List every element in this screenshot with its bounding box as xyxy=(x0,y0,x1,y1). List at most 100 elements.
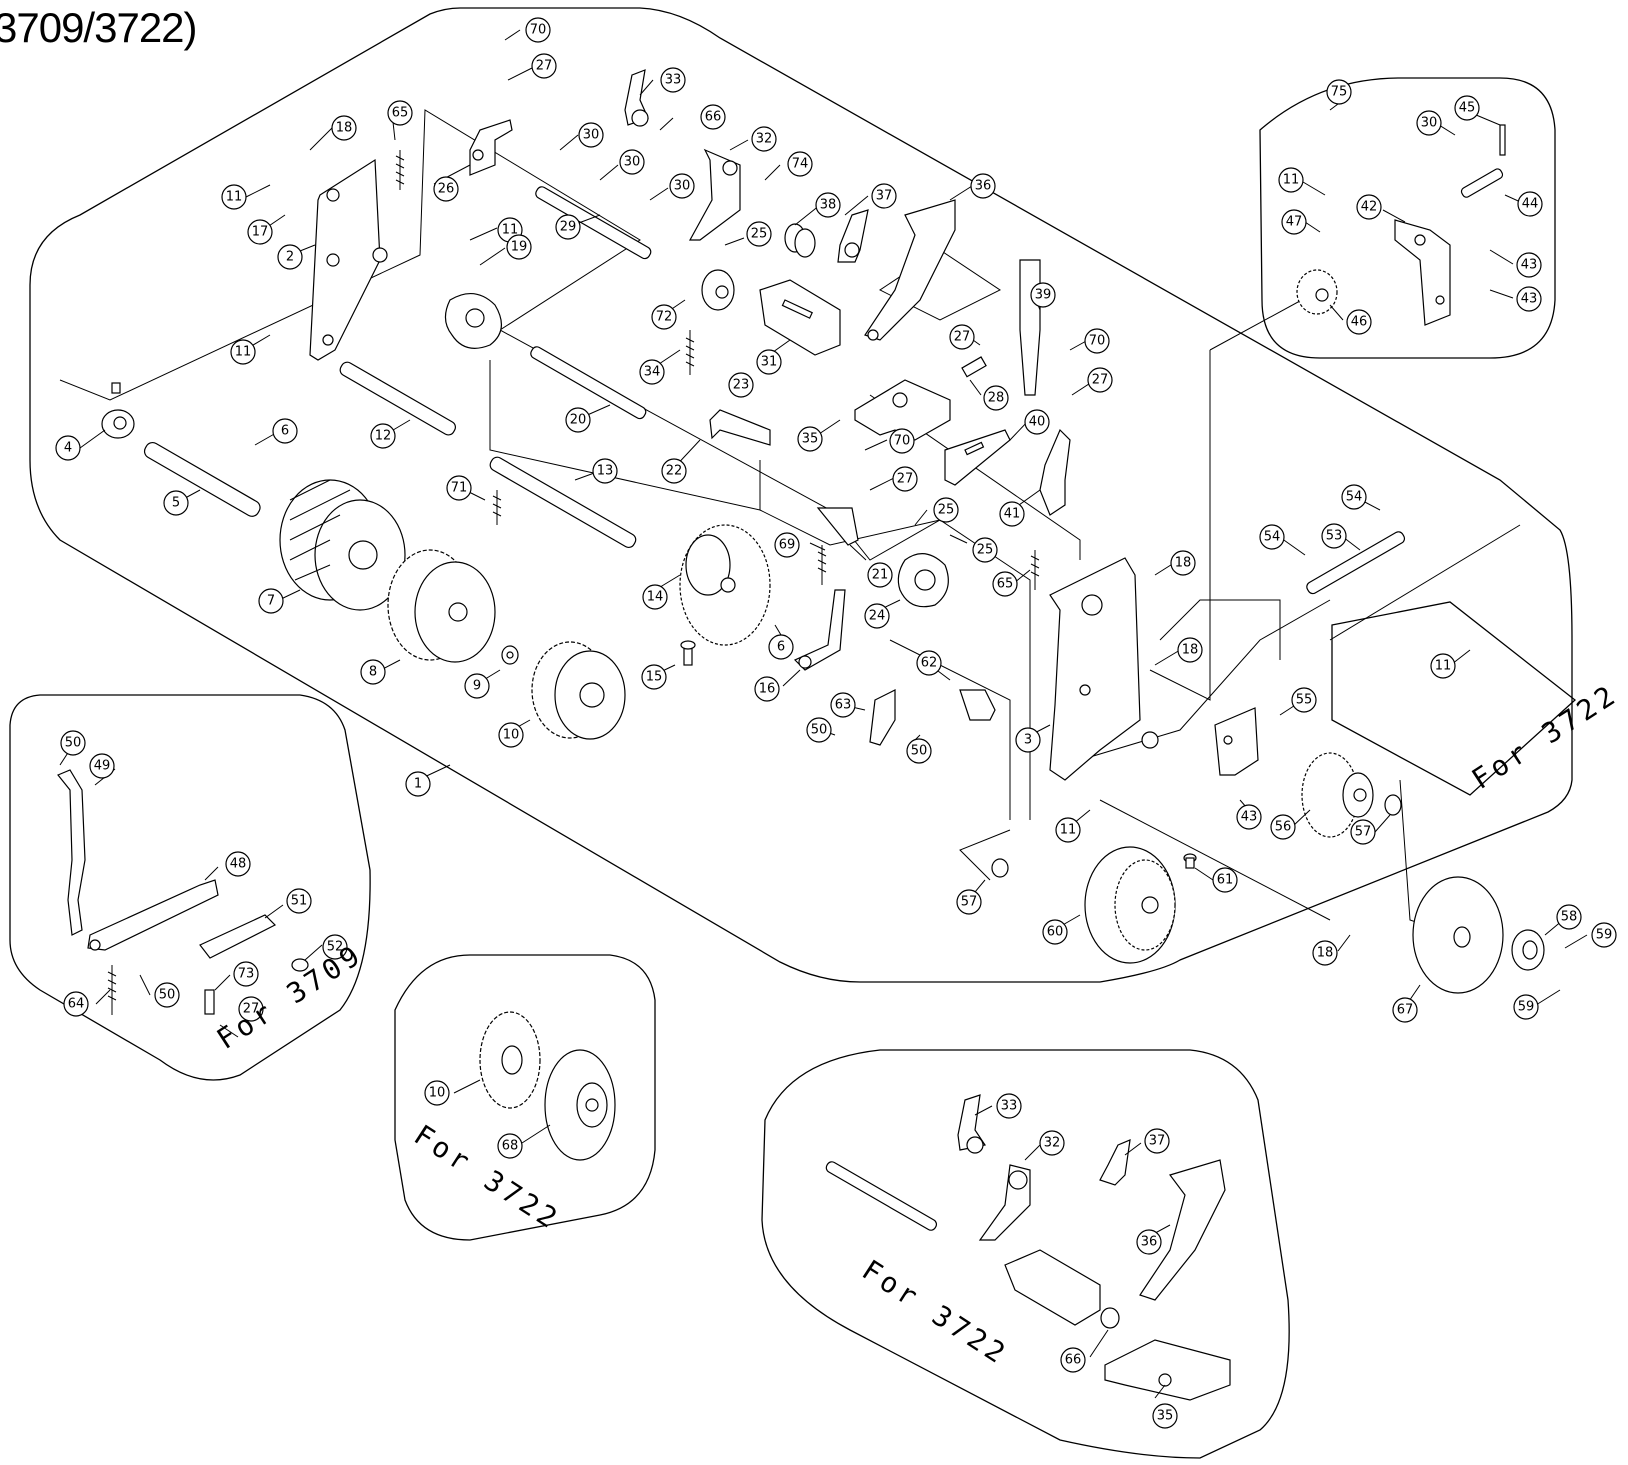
callouts: 70 27 33 66 32 74 30 30 30 18 65 26 11 1… xyxy=(55,17,1617,1429)
callout-50: 50 xyxy=(60,730,86,756)
arm-48 xyxy=(87,879,219,951)
callout-23: 23 xyxy=(728,372,754,398)
knob-46 xyxy=(1296,269,1338,315)
svg-text:25: 25 xyxy=(977,543,994,558)
svg-text:57: 57 xyxy=(1355,825,1372,840)
callout-27: 27 xyxy=(1087,367,1113,393)
callout-12: 12 xyxy=(370,423,396,449)
svg-text:74: 74 xyxy=(792,157,809,172)
callout-70: 70 xyxy=(525,17,551,43)
callout-28: 28 xyxy=(983,385,1009,411)
lever-32a xyxy=(688,148,741,241)
spring-64 xyxy=(107,965,117,1015)
inset-outline-3722-gear xyxy=(394,954,656,1241)
svg-text:13: 13 xyxy=(597,464,614,479)
callout-35: 35 xyxy=(1152,1403,1178,1429)
inset-outline-3709 xyxy=(9,694,371,1081)
svg-text:41: 41 xyxy=(1004,507,1021,522)
callout-30: 30 xyxy=(619,149,645,175)
main-assembly-outline xyxy=(29,7,1573,983)
callout-70: 70 xyxy=(1084,328,1110,354)
svg-text:70: 70 xyxy=(1089,334,1106,349)
variant-label-3722-gear: For 3722 xyxy=(408,1118,566,1237)
spring-38 xyxy=(784,223,816,258)
svg-text:31: 31 xyxy=(761,355,778,370)
pulley-68 xyxy=(544,1049,616,1161)
svg-text:66: 66 xyxy=(705,110,722,125)
callout-15: 15 xyxy=(641,664,667,690)
bushing-58 xyxy=(1511,929,1545,971)
svg-text:27: 27 xyxy=(897,472,914,487)
svg-text:17: 17 xyxy=(252,225,269,240)
svg-text:50: 50 xyxy=(811,723,828,738)
wheel-60 xyxy=(1084,846,1176,964)
svg-text:30: 30 xyxy=(1421,116,1438,131)
svg-text:30: 30 xyxy=(674,179,691,194)
shaft-53 xyxy=(1306,531,1406,595)
bracket-35b xyxy=(1104,1339,1231,1401)
pin-73 xyxy=(204,989,215,1015)
callout-63: 63 xyxy=(830,692,856,718)
svg-text:22: 22 xyxy=(666,464,683,479)
svg-text:26: 26 xyxy=(438,182,455,197)
svg-text:68: 68 xyxy=(502,1139,519,1154)
shaft-29 xyxy=(535,186,652,260)
svg-text:4: 4 xyxy=(64,441,72,456)
callout-50: 50 xyxy=(806,717,832,743)
callout-43: 43 xyxy=(1516,286,1542,312)
svg-text:72: 72 xyxy=(656,310,673,325)
callout-58: 58 xyxy=(1556,904,1582,930)
svg-text:32: 32 xyxy=(756,132,773,147)
callout-68: 68 xyxy=(497,1133,523,1159)
svg-text:63: 63 xyxy=(835,698,852,713)
svg-text:43: 43 xyxy=(1521,258,1538,273)
callout-18: 18 xyxy=(1312,940,1338,966)
svg-text:50: 50 xyxy=(65,736,82,751)
svg-text:36: 36 xyxy=(975,179,992,194)
svg-text:6: 6 xyxy=(777,640,785,655)
callout-59: 59 xyxy=(1591,922,1617,948)
callout-3: 3 xyxy=(1015,727,1041,753)
svg-text:37: 37 xyxy=(1149,1134,1166,1149)
svg-text:44: 44 xyxy=(1522,197,1539,212)
callout-47: 47 xyxy=(1281,209,1307,235)
drum-7 xyxy=(279,479,406,611)
svg-text:64: 64 xyxy=(68,997,85,1012)
gear-8 xyxy=(387,549,496,663)
callout-46: 46 xyxy=(1346,309,1372,335)
callout-70: 70 xyxy=(889,428,915,454)
shaft-20 xyxy=(530,346,647,420)
screw-52 xyxy=(291,958,309,972)
svg-text:19: 19 xyxy=(511,240,528,255)
svg-text:71: 71 xyxy=(451,481,468,496)
lever-32b xyxy=(978,1164,1031,1241)
cam-24 xyxy=(897,553,949,608)
callout-30: 30 xyxy=(669,173,695,199)
svg-text:30: 30 xyxy=(583,128,600,143)
washer-9 xyxy=(501,645,519,665)
svg-text:8: 8 xyxy=(369,665,377,680)
svg-text:18: 18 xyxy=(1317,946,1334,961)
spring-34 xyxy=(685,330,695,375)
callout-13: 13 xyxy=(592,458,618,484)
variant-label-3709: For 3709 xyxy=(211,937,369,1056)
svg-text:42: 42 xyxy=(1361,200,1378,215)
callout-11: 11 xyxy=(230,339,256,365)
callout-25: 25 xyxy=(972,537,998,563)
lever-33a xyxy=(624,69,649,127)
svg-text:36: 36 xyxy=(1141,1235,1158,1250)
svg-text:18: 18 xyxy=(336,121,353,136)
svg-text:67: 67 xyxy=(1397,1003,1414,1018)
callout-11: 11 xyxy=(1430,653,1456,679)
disc-67 xyxy=(1412,876,1504,994)
svg-text:28: 28 xyxy=(988,391,1005,406)
lever-33b xyxy=(957,1094,986,1154)
svg-text:52: 52 xyxy=(327,940,344,955)
callout-33: 33 xyxy=(996,1093,1022,1119)
svg-text:9: 9 xyxy=(473,679,481,694)
callout-43: 43 xyxy=(1236,804,1262,830)
svg-text:35: 35 xyxy=(1157,1409,1174,1424)
cam-19 xyxy=(444,293,502,349)
callout-18: 18 xyxy=(1177,637,1203,663)
bracket-62 xyxy=(959,689,996,721)
